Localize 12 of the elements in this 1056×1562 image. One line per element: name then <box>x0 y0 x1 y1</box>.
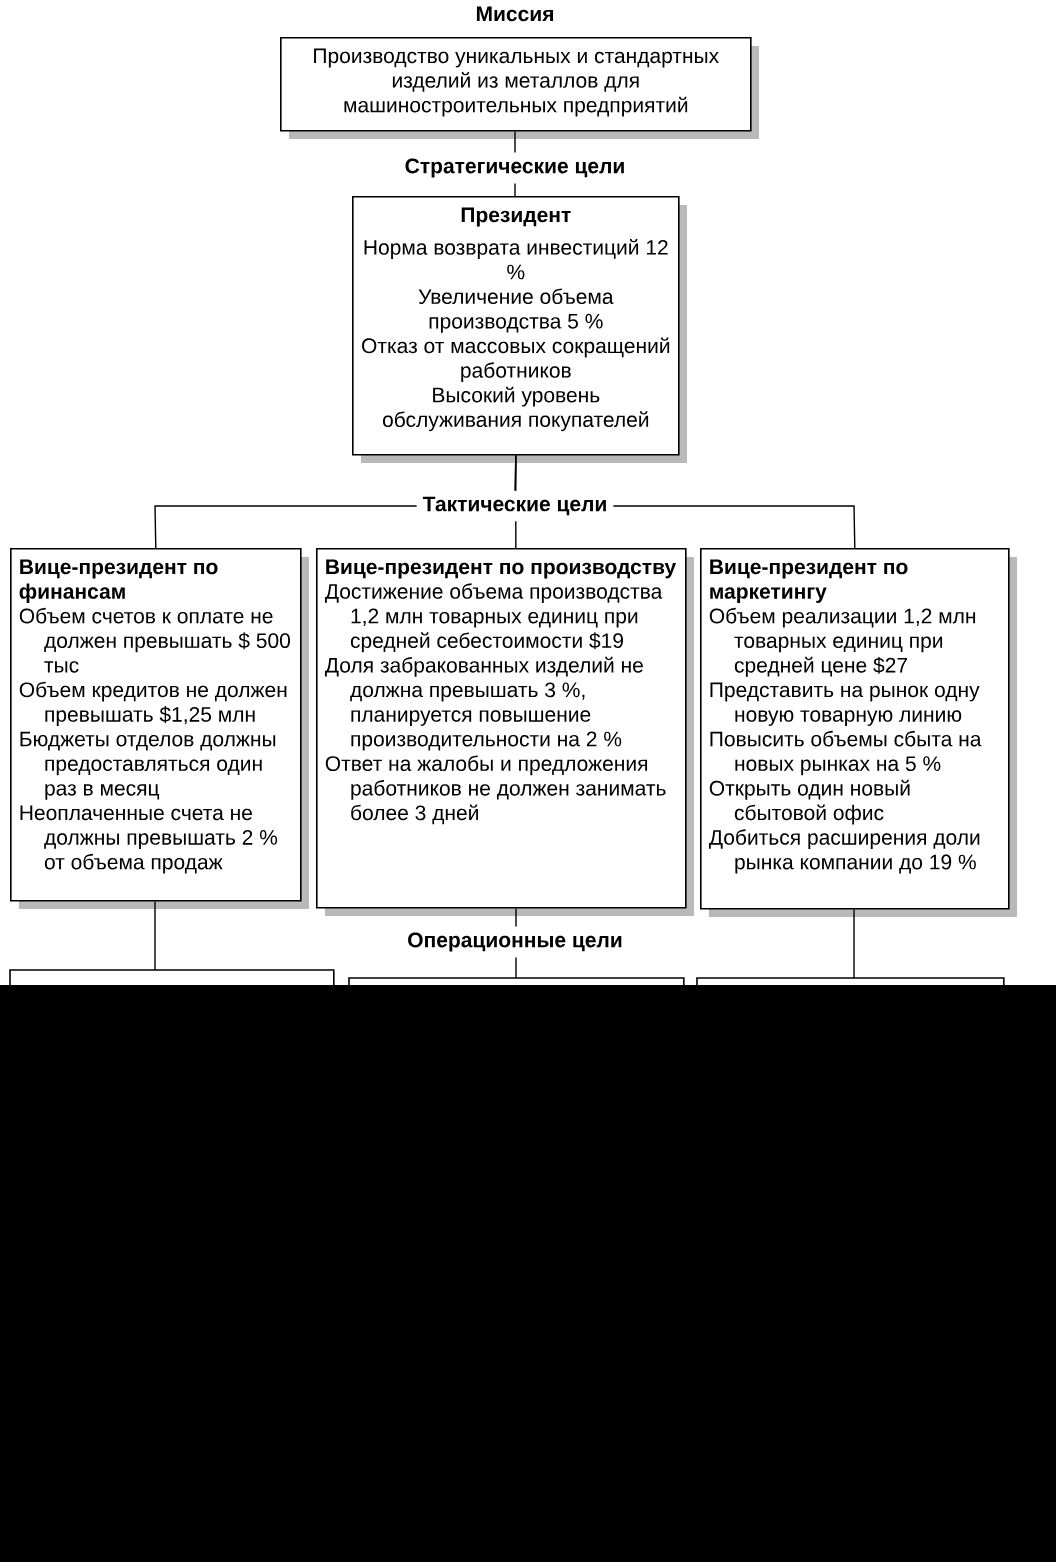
objective-box: Президент Норма возврата инвестиций 12 % Увеличение объема производства 5 % Отказ от массовых сокращений работников Высокий уровень обслуживания покупателей <box>352 196 687 463</box>
empty-box <box>9 969 335 987</box>
objective-box: Вице-президент по производству Достижение объема производства 1,2 млн товарных единиц при средней себестоимости $19 Доля забракованных изделий не должна превышать 3 %, планируется повышение производительности на 2 % Ответ на жалобы и предложения работников не должен занимать более 3 дней <box>316 548 694 916</box>
objective-box: Миссия Производство уникальных и стандартных изделий из металлов для машиностроительных предприятий <box>280 6 759 139</box>
objective-box: Вице-президент по финансам Объем счетов к оплате не должен превышать $ 500 тыс Объем кредитов не должен превышать $1,25 млн Бюджеты отделов должны предоставляться один раз в месяц Неоплаченные счета не должны превышать 2 % от объема продаж <box>10 548 309 909</box>
edge-label: Тактические цели <box>416 490 614 522</box>
objective-box: Вице-президент по маркетингу Объем реализации 1,2 млн товарных единиц при средней цене $27 Представить на рынок одну новую товарную линию Повысить объемы сбыта на новых рынках на 5 % Открыть один новый сбытовой офис Добиться расширения доли рынка компании до 19 % <box>700 548 1017 917</box>
edge-label: Операционные цели <box>401 926 629 958</box>
edge-label: Стратегические цели <box>398 152 632 184</box>
empty-box <box>348 977 685 987</box>
node-label: Миссия <box>476 6 554 22</box>
empty-box <box>696 977 1005 987</box>
